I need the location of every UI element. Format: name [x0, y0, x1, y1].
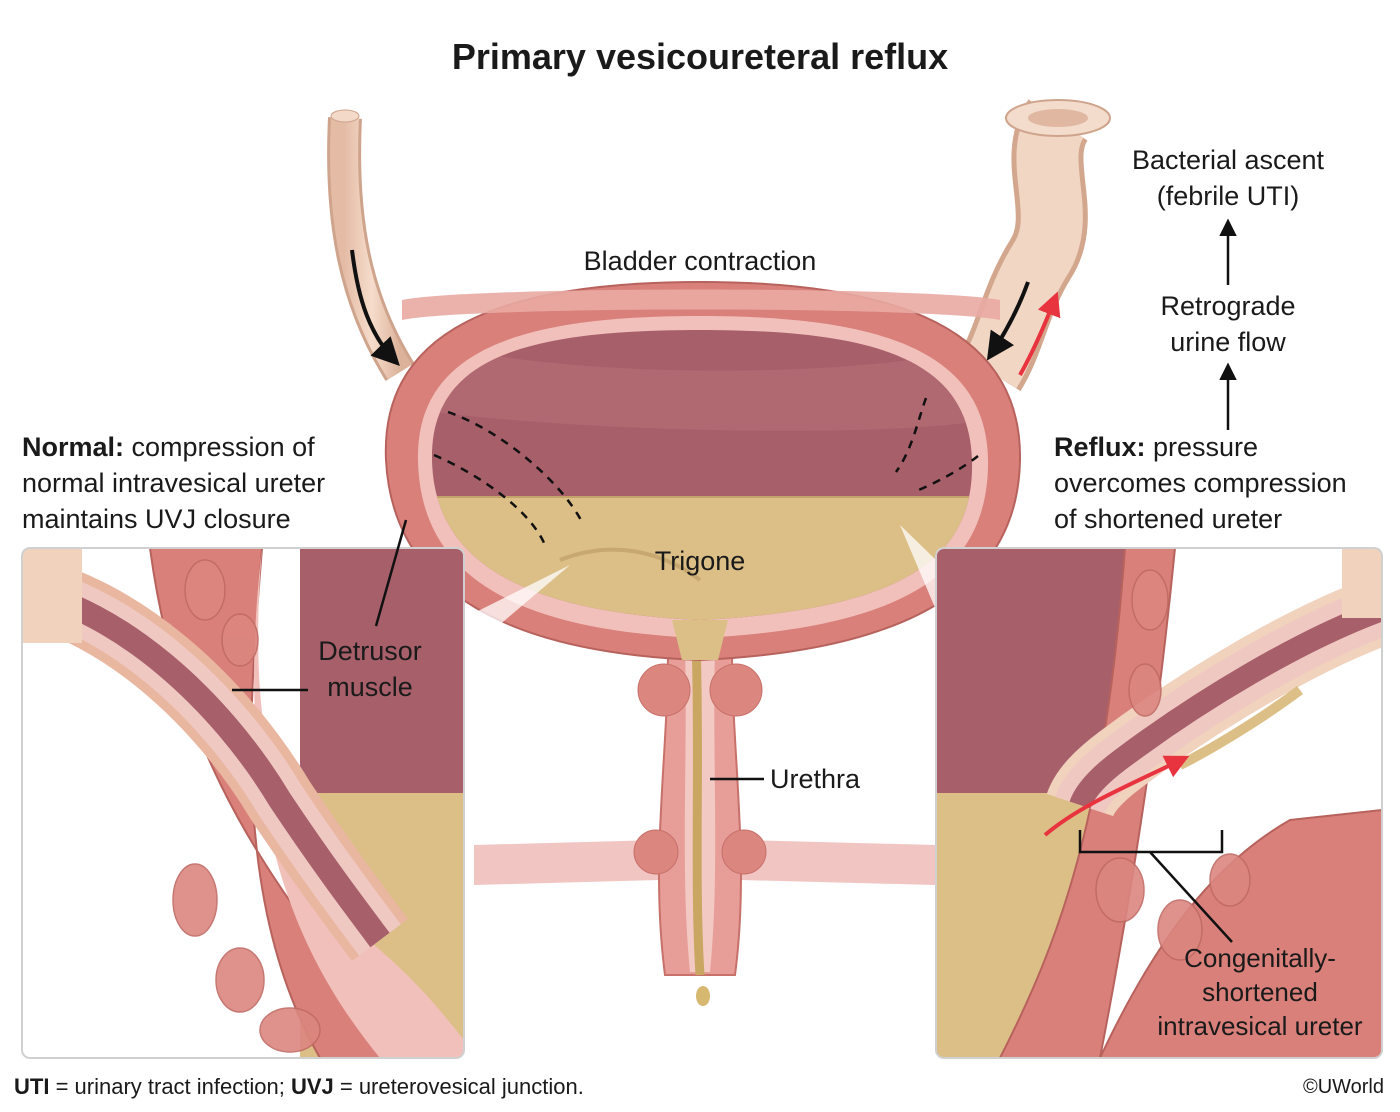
label-bacterial-ascent-line1: Bacterial ascent — [1131, 145, 1325, 175]
congenital-leader — [1149, 851, 1233, 943]
label-retrograde-flow: Retrograde urine flow — [1098, 288, 1358, 360]
intramural-ureter-paths — [433, 397, 979, 546]
label-normal-line3: maintains UVJ closure — [22, 504, 291, 534]
label-congenital-line3: intravesical ureter — [1157, 1011, 1363, 1041]
label-bacterial-ascent: Bacterial ascent (febrile UTI) — [1098, 142, 1358, 214]
label-trigone: Trigone — [654, 546, 746, 576]
label-normal-heading: Normal: — [22, 432, 125, 462]
footer-uvj-def: = ureterovesical junction. — [333, 1074, 584, 1099]
copyright: ©UWorld — [1302, 1076, 1384, 1098]
normal-inset — [22, 548, 464, 1058]
label-detrusor-muscle: Detrusor muscle — [290, 633, 450, 705]
reflux-inset-frame — [935, 547, 1383, 1059]
right-zoom-connector — [900, 525, 936, 610]
label-reflux-line2: overcomes compression — [1054, 468, 1347, 498]
label-reflux-line3: of shortened ureter — [1054, 504, 1283, 534]
label-normal: Normal: compression of normal intravesic… — [22, 429, 325, 537]
normal-flow-arrow — [350, 249, 400, 367]
inset-reflux-arrow — [1043, 755, 1190, 837]
left-ureter — [327, 109, 415, 382]
label-congenital-line2: shortened — [1202, 977, 1318, 1007]
label-normal-rest: compression of — [124, 432, 315, 462]
downward-flow-arrow — [986, 281, 1030, 361]
label-congenital-line1: Congenitally- — [1184, 943, 1336, 973]
right-ureter — [958, 99, 1111, 392]
label-detrusor-line2: muscle — [327, 672, 413, 702]
label-reflux-heading: Reflux: — [1054, 432, 1146, 462]
label-retrograde-flow-line2: urine flow — [1170, 327, 1286, 357]
label-urethra: Urethra — [770, 764, 861, 794]
label-congenital-ureter: Congenitally- shortened intravesical ure… — [1138, 941, 1382, 1043]
label-detrusor-line1: Detrusor — [318, 636, 422, 666]
footer-uti-def: = urinary tract infection; — [49, 1074, 291, 1099]
urethra — [633, 639, 767, 1006]
pelvic-floor — [474, 840, 936, 885]
detrusor-leader-a — [374, 519, 408, 627]
label-normal-line2: normal intravesical ureter — [22, 468, 326, 498]
abbreviation-footer: UTI = urinary tract infection; UVJ = ure… — [14, 1074, 584, 1100]
reflux-inset — [936, 548, 1382, 1058]
footer-uti-abbr: UTI — [14, 1074, 50, 1099]
footer-uvj-abbr: UVJ — [290, 1074, 334, 1099]
label-bladder-contraction: Bladder contraction — [583, 246, 817, 276]
reflux-flow-arrow — [1018, 291, 1061, 376]
label-reflux: Reflux: pressure overcomes compression o… — [1054, 429, 1347, 537]
label-bacterial-ascent-line2: (febrile UTI) — [1156, 181, 1300, 211]
label-retrograde-flow-line1: Retrograde — [1160, 291, 1296, 321]
bladder — [384, 280, 1022, 662]
normal-inset-frame — [21, 547, 465, 1059]
label-reflux-rest: pressure — [1145, 432, 1259, 462]
left-zoom-connector — [464, 565, 570, 655]
diagram-title: Primary vesicoureteral reflux — [451, 36, 949, 77]
